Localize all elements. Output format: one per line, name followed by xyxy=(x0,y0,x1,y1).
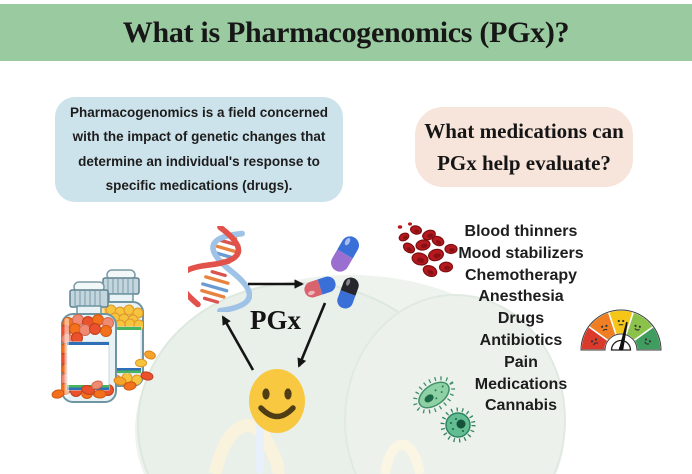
cycle-label: PGx xyxy=(250,305,301,335)
satisfaction-gauge-icon xyxy=(580,309,662,351)
medication-item: Cannabis xyxy=(484,397,557,415)
capsules-icon xyxy=(302,233,363,311)
medication-item: Mood stabilizers xyxy=(458,244,584,262)
medication-item: Medications xyxy=(474,375,568,393)
pill-bottles-icon xyxy=(51,269,156,403)
gauge-needle xyxy=(618,321,628,351)
question-box: What medications can PGx help evaluate? xyxy=(415,107,633,187)
medication-item: Anesthesia xyxy=(478,288,564,306)
bacterium-round xyxy=(440,407,476,443)
header-banner: What is Pharmacogenomics (PGx)? xyxy=(0,4,692,61)
dna-icon xyxy=(188,226,252,312)
medication-item: Pain xyxy=(504,353,538,371)
bacteria-cells-icon xyxy=(413,376,476,443)
medication-item: Blood thinners xyxy=(464,223,578,240)
blue-purple-capsule xyxy=(327,233,363,275)
smiley-face-icon xyxy=(249,369,305,433)
medication-item: Drugs xyxy=(497,310,545,328)
medication-item: Antibiotics xyxy=(479,331,563,349)
definition-box: Pharmacogenomics is a field concerned wi… xyxy=(55,97,343,202)
arrow-smiley-to-dna xyxy=(221,315,255,371)
question-line-2: PGx help evaluate? xyxy=(437,151,611,175)
black-blue-capsule xyxy=(335,275,361,311)
front-pill-bottle xyxy=(61,281,117,403)
gauge-faces xyxy=(590,319,652,346)
medication-item: Chemotherapy xyxy=(464,266,578,284)
pink-blue-capsule xyxy=(302,274,338,300)
red-blood-cells-icon xyxy=(397,222,458,278)
scattered-pills xyxy=(51,350,156,399)
arrow-capsules-to-smiley xyxy=(297,302,327,368)
cycle-arrows xyxy=(221,279,327,371)
definition-text: Pharmacogenomics is a field concerned wi… xyxy=(69,104,329,194)
page-title: What is Pharmacogenomics (PGx)? xyxy=(122,15,570,49)
question-line-1: What medications can xyxy=(424,119,624,143)
bacterium-oval xyxy=(413,376,455,414)
